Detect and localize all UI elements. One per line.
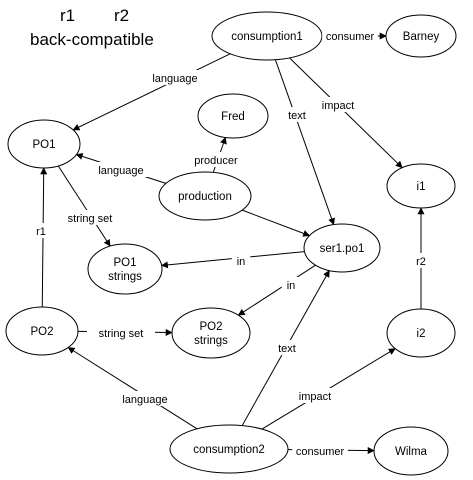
edge-label-bg	[411, 253, 431, 268]
edge-consumption2-language	[67, 347, 198, 430]
node-label: i2	[417, 328, 426, 340]
node-label: strings	[194, 335, 228, 347]
node-label: consumption2	[193, 444, 265, 456]
node-i2: i2	[386, 308, 456, 358]
edge-label-bg	[316, 97, 360, 112]
edge-label-production-language: language	[98, 165, 143, 177]
node-i1: i1	[386, 163, 456, 209]
edge-label-bg	[93, 162, 149, 177]
edge-label-consumption1-language: language	[152, 73, 197, 85]
node-po2: PO2	[5, 306, 79, 356]
node-ellipse	[373, 426, 449, 476]
node-ellipse	[87, 243, 163, 295]
node-ellipse	[169, 424, 289, 474]
node-barney: Barney	[385, 14, 457, 58]
edge-label-bg	[281, 277, 301, 292]
edge-label-po1-string-set: string set	[68, 213, 113, 225]
edge-po1-string-set	[57, 165, 111, 247]
edge-label-ser1-in-po2: in	[287, 280, 296, 292]
node-ellipse	[386, 163, 456, 209]
edge-label-i2-r2: r2	[416, 256, 426, 268]
edge-label-bg	[231, 253, 251, 268]
node-ellipse	[303, 223, 381, 273]
node-ellipse	[211, 11, 323, 61]
node-label: PO2	[199, 321, 222, 333]
node-ellipse	[385, 14, 457, 58]
edge-consumption1-text	[274, 59, 335, 226]
header-subtitle: back-compatible	[30, 30, 154, 49]
node-label: Wilma	[395, 446, 428, 458]
node-ellipse	[197, 93, 269, 139]
edge-label-bg	[147, 70, 203, 85]
node-production: production	[158, 171, 252, 221]
node-consumption1: consumption1	[211, 11, 323, 61]
node-ellipse	[7, 119, 81, 169]
node-ellipse	[386, 308, 456, 358]
edge-label-bg	[292, 443, 348, 458]
node-label: production	[178, 191, 232, 203]
node-label: ser1.po1	[320, 243, 365, 255]
header-r1: r1	[60, 6, 76, 25]
edge-label-consumption1-impact: impact	[322, 100, 354, 112]
node-label: strings	[108, 271, 142, 283]
edge-label-consumption1-text: text	[288, 110, 306, 122]
edge-consumption1-impact	[289, 57, 403, 169]
edge-label-bg	[293, 388, 337, 403]
node-label: PO1	[113, 257, 136, 269]
edge-label-bg	[188, 152, 244, 167]
node-po1: PO1	[7, 119, 81, 169]
header-r2: r2	[114, 6, 130, 25]
edge-consumption1-language	[72, 53, 231, 131]
node-ellipse	[158, 171, 252, 221]
edge-label-bg	[117, 391, 173, 406]
edge-label-po2-r1: r1	[36, 226, 46, 238]
node-po1-strings: PO1 strings	[87, 243, 163, 295]
node-ellipse	[5, 306, 79, 356]
edge-label-bg	[271, 340, 303, 355]
node-label: consumption1	[231, 31, 303, 43]
node-label: PO2	[30, 326, 53, 338]
edge-label-consumption1-consumer: consumer	[326, 31, 375, 43]
node-label: Fred	[221, 111, 245, 123]
edge-label-consumption2-language: language	[122, 394, 167, 406]
node-ser1-po1: ser1.po1	[303, 223, 381, 273]
node-label: Barney	[403, 31, 440, 43]
edge-label-bg	[322, 28, 378, 43]
edge-production-to-ser1	[242, 209, 311, 237]
edge-label-bg	[281, 107, 313, 122]
edge-label-consumption2-impact: impact	[299, 391, 331, 403]
node-label: PO1	[32, 139, 55, 151]
edge-label-bg	[56, 210, 124, 225]
edge-label-consumption2-consumer: consumer	[296, 446, 345, 458]
edge-labels-layer: consumer language text impact producer langua…	[31, 28, 431, 458]
node-label: i1	[417, 181, 426, 193]
node-po2-strings: PO2 strings	[171, 307, 251, 359]
edge-ser1-in-po2	[237, 264, 316, 316]
edge-label-bg	[87, 325, 155, 340]
node-ellipse	[171, 307, 251, 359]
edge-label-ser1-in-po1: in	[237, 256, 246, 268]
edge-label-po2-string-set: string set	[99, 328, 144, 340]
edge-label-consumption2-text: text	[278, 343, 296, 355]
node-wilma: Wilma	[373, 426, 449, 476]
node-consumption2: consumption2	[169, 424, 289, 474]
edge-label-bg	[31, 223, 51, 238]
node-fred: Fred	[197, 93, 269, 139]
edge-label-production-producer: producer	[194, 155, 238, 167]
